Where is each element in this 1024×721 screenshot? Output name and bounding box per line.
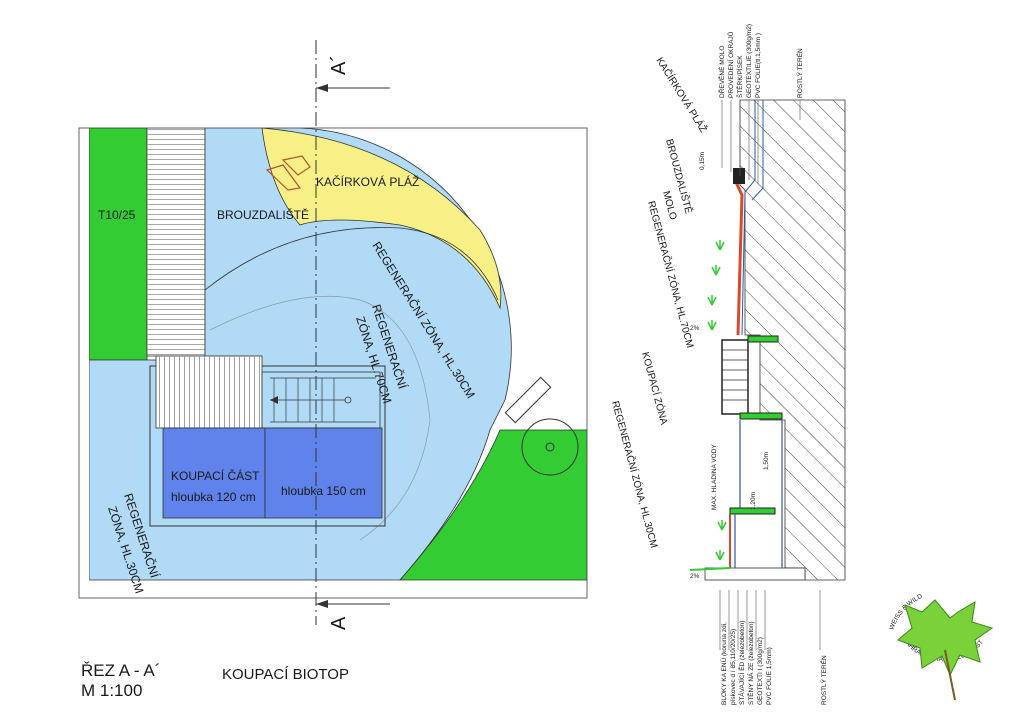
dim-015: 0,15m — [699, 152, 706, 170]
slope-top: 2% — [690, 325, 700, 332]
legend-terrain-top: ROSTLÝ TERÉN — [795, 48, 804, 98]
pvc-foil — [741, 100, 764, 336]
scale: M 1:100 — [81, 681, 142, 700]
site-plan: T10/25 BROUZDALIŠTĚ KAČÍRKOVÁ PLÁŽ REGEN… — [78, 40, 588, 630]
plants — [707, 240, 727, 561]
ledge-bottom — [729, 507, 776, 515]
pebble-beach — [261, 128, 502, 310]
plan-border — [78, 127, 588, 599]
legend-sandstone: pískovec d í 85,110/20/25) — [730, 629, 737, 705]
legend-geotextile-bottom: GEOTEXTI I (300g/m2) — [757, 637, 764, 705]
slope-bottom: 2% — [690, 573, 700, 580]
project-title: KOUPACÍ BIOTOP — [222, 666, 349, 683]
swim-area-150 — [264, 427, 383, 519]
section-marker-bottom: A — [328, 616, 350, 630]
label-swim-part: KOUPACÍ ČÁST — [171, 468, 260, 483]
legend-edge-finish: PROVEDENÍ OKRAJŮ — [726, 31, 735, 98]
legend-wooden-pier: DŘEVĚNÉ MOLO — [717, 46, 726, 98]
section-marker-top: A´ — [328, 55, 350, 75]
section-title: ŘEZ A - A´ — [81, 661, 160, 680]
leader-lines-top — [721, 100, 801, 184]
company-logo: WEISS & WILD ZAHRADNICKÁ SPOLEČNOST — [888, 593, 994, 701]
water-level: MAX. HLADINA VODY — [711, 444, 718, 510]
label-wading-area: BROUZDALIŠTĚ — [217, 207, 309, 222]
dim-150: 1,50m — [763, 452, 770, 470]
label-terrace: T10/25 — [98, 208, 136, 222]
legend-pvc-foil: PVC FOLIE(tl.1,5mm ) — [755, 33, 762, 98]
edge-block — [733, 168, 745, 184]
zone-swim: KOUPACÍ ZÓNA — [639, 350, 671, 426]
legend-blocks: BLOKY KA ENÚ (koruna zdi, — [719, 622, 728, 705]
legend-pvc-bottom: PVC FOLIE 1,5mm) — [766, 647, 773, 705]
legend-walls: STĚNY NÁ ZE (železobeton) — [746, 621, 755, 705]
dim-120: 1,20m — [750, 492, 757, 510]
legend-gravel: ŠTĚRK/PÍSEK — [735, 55, 744, 98]
ledge-mid — [739, 412, 783, 420]
title-block: ŘEZ A - A´ M 1:100 KOUPACÍ BIOTOP — [81, 661, 349, 700]
zone-pebble-beach: KAČÍRKOVÁ PLÁŽ — [653, 55, 710, 135]
brick-slope — [733, 179, 744, 336]
label-pebble-beach: KAČÍRKOVÁ PLÁŽ — [316, 174, 419, 189]
cross-section: DŘEVĚNÉ MOLO PROVEDENÍ OKRAJŮ ŠTĚRK/PÍSE… — [609, 24, 846, 705]
pool-wall — [734, 420, 783, 568]
inner-arc — [209, 295, 431, 541]
zone-pier: MOLO — [660, 190, 678, 222]
stone-1 — [265, 164, 302, 191]
label-depth-150: hloubka 150 cm — [281, 484, 366, 498]
grass-strip — [89, 128, 148, 361]
ledge-top — [747, 335, 779, 343]
table-symbol — [504, 376, 579, 476]
soil-hatch — [739, 99, 846, 581]
label-depth-120: hloubka 120 cm — [171, 490, 256, 504]
grass-corner — [399, 429, 587, 581]
stone-2 — [281, 155, 311, 176]
legend-terrain-bottom: ROSTLÝ TERÉN — [819, 655, 828, 705]
swim-area-120 — [162, 427, 266, 519]
pool-outline — [149, 365, 386, 527]
regeneration-arc — [204, 227, 499, 301]
legend-existing: STÁVAJÍCÍ ĚD (železobeton) — [737, 621, 746, 705]
soil-lower — [704, 567, 806, 581]
legend-geotextile: GEOTEXTILIE (300g/m2) — [746, 24, 753, 98]
leader-lines-bottom — [719, 590, 821, 650]
leaf-icon — [897, 599, 994, 677]
pier — [721, 339, 749, 415]
zone-regen-30: REGENERAČNÍ ZÓNA, HL.30CM — [609, 399, 661, 549]
